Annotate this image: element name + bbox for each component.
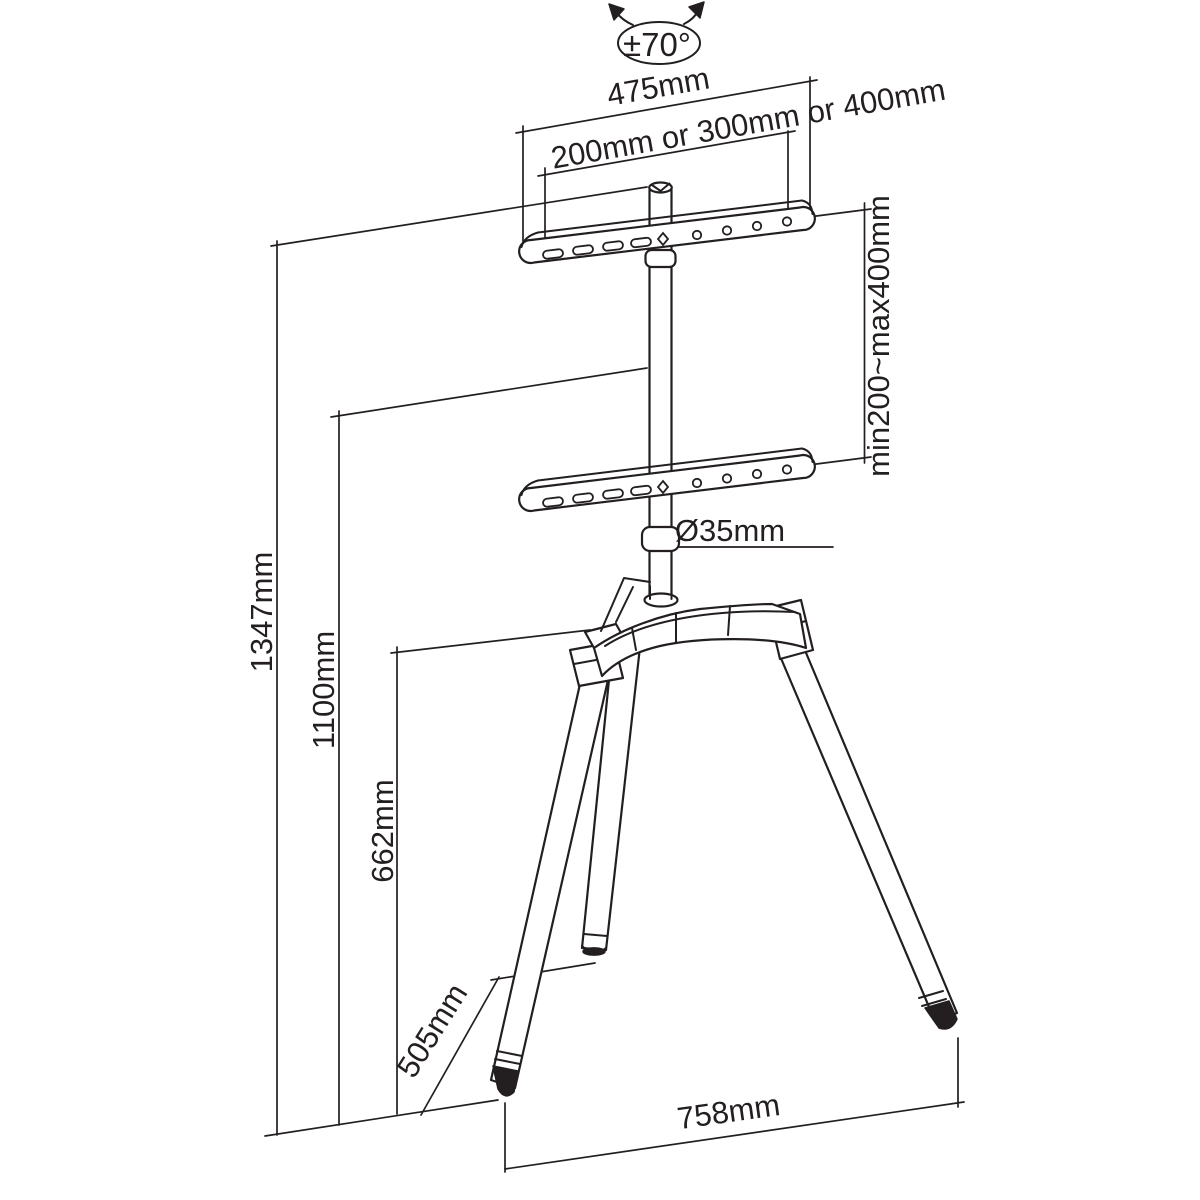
right-foot [918,990,958,1030]
hub-pole-boss [643,592,679,608]
vesa-height-label: min200~max400mm [861,195,896,477]
rotation-label: ±70° [623,26,691,63]
total-height-label: 1347mm [244,552,279,673]
pole-collar-upper [644,248,677,269]
floor-reference-line [264,1099,499,1137]
right-foot-tip [924,1000,958,1030]
pole-top-notch [651,182,671,193]
pole-diameter-label: Ø35mm [675,513,785,548]
dimension-base-width [504,1037,965,1173]
pole-lower-edges [649,585,673,600]
hub-band-inner-edge [604,610,796,647]
back-foot-tip [582,947,606,956]
dimension-total-height [270,186,648,1136]
rotation-ellipse [617,21,701,65]
top-width-label: 475mm [604,60,712,112]
right-leg [778,646,959,1023]
front-foot-tip [492,1065,519,1097]
hub-left-fin [600,577,651,632]
dimension-top-width [515,76,818,244]
front-foot [492,1050,523,1097]
hub-facet-lines [631,605,731,651]
rotation-arrow-right-head [688,1,705,19]
hub-band [592,602,808,678]
back-foot [581,933,608,956]
dimension-vesa-height [792,202,872,468]
rotation-indicator [608,1,705,65]
pole-collar-lower [640,525,681,553]
dimension-column-height [330,367,648,1126]
column-height-label: 1100mm [306,631,341,749]
base-width-label: 758mm [675,1087,782,1136]
tripod-hub [583,577,808,678]
dimension-vesa-width [537,130,796,251]
rotation-arrow-left-head [608,3,625,21]
dimension-depth [420,962,596,1116]
depth-label: 505mm [390,977,474,1083]
dimension-hub-height [390,629,591,1115]
hub-height-label: 662mm [365,779,400,882]
